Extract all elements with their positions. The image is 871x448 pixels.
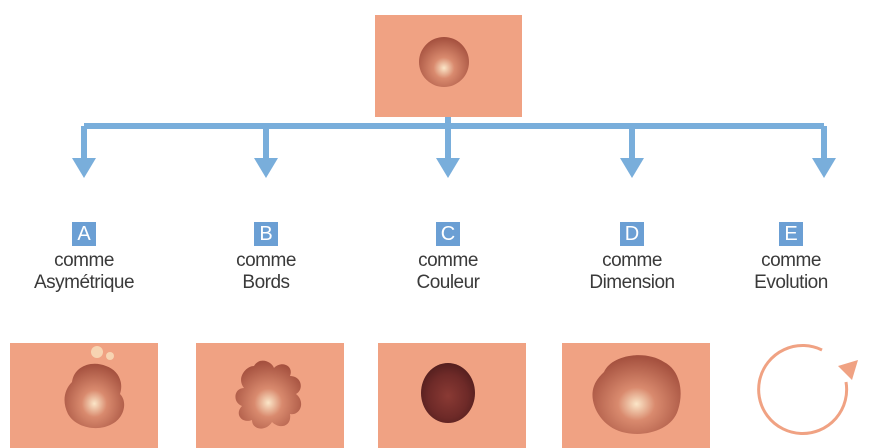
dark-color-mole-icon bbox=[421, 363, 475, 423]
large-mole-icon bbox=[592, 355, 681, 434]
criterion-label: Dimension bbox=[589, 272, 675, 293]
criterion-word: comme bbox=[761, 250, 821, 271]
criterion-d: D comme Dimension bbox=[552, 222, 712, 294]
circular-arrow-icon bbox=[757, 344, 858, 436]
connector-arrows bbox=[81, 117, 827, 163]
criterion-word: comme bbox=[418, 250, 478, 271]
arrow-down-icon bbox=[254, 158, 278, 178]
dark-color-mole-tile bbox=[378, 343, 526, 448]
criterion-letter: A bbox=[72, 222, 96, 246]
criterion-label: Bords bbox=[242, 272, 290, 293]
criterion-letter: D bbox=[619, 222, 645, 246]
arrow-down-icon bbox=[620, 158, 644, 178]
criterion-label: Evolution bbox=[754, 272, 828, 293]
criterion-word: comme bbox=[236, 250, 296, 271]
normal-mole-icon bbox=[419, 37, 469, 87]
arrow-down-icon bbox=[812, 158, 836, 178]
criterion-word: comme bbox=[602, 250, 662, 271]
criterion-e: E comme Evolution bbox=[711, 222, 871, 294]
irregular-border-mole-icon bbox=[235, 360, 302, 429]
large-mole-tile bbox=[562, 343, 710, 448]
criterion-label: Asymétrique bbox=[33, 272, 135, 293]
asymmetric-mole-tile bbox=[10, 343, 158, 448]
criterion-c: C comme Couleur bbox=[368, 222, 528, 294]
asymmetric-mole-icon bbox=[64, 346, 125, 429]
criterion-letter: B bbox=[254, 222, 278, 246]
criterion-b: B comme Bords bbox=[186, 222, 346, 294]
arrow-down-icon bbox=[72, 158, 96, 178]
reference-mole-tile bbox=[375, 15, 522, 117]
criterion-letter: E bbox=[779, 222, 803, 246]
irregular-border-mole-tile bbox=[196, 343, 344, 448]
criterion-letter: C bbox=[435, 222, 461, 246]
arrow-down-icon bbox=[436, 158, 460, 178]
criterion-a: A comme Asymétrique bbox=[4, 222, 164, 294]
criterion-label: Couleur bbox=[416, 272, 480, 293]
criterion-word: comme bbox=[54, 250, 114, 271]
